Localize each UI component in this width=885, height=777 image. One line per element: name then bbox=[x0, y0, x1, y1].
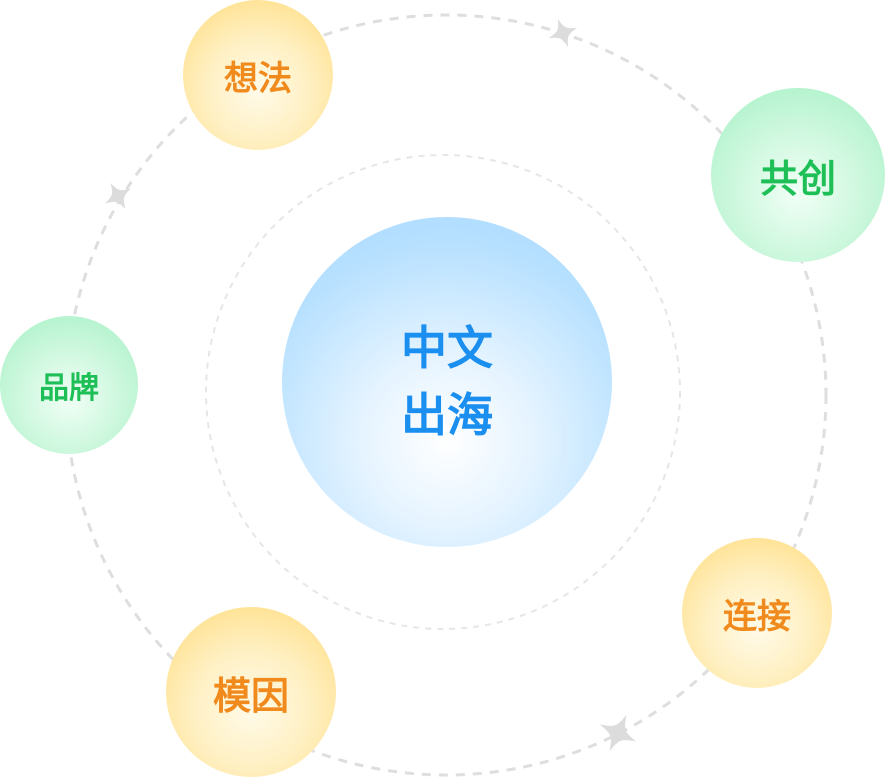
node-brand-label: 品牌 bbox=[39, 371, 99, 406]
middle-orbit bbox=[205, 154, 681, 630]
node-meme-label: 模因 bbox=[212, 673, 289, 718]
node-brand: 品牌 bbox=[0, 316, 138, 454]
center-node: 中文 出海 bbox=[282, 217, 612, 547]
center-label-line2: 出海 bbox=[401, 388, 493, 442]
sparkle-star-icon bbox=[548, 18, 578, 48]
sparkle-star-icon bbox=[599, 714, 637, 752]
node-cocreate-label: 共创 bbox=[759, 156, 836, 201]
node-idea: 想法 bbox=[183, 0, 333, 150]
node-cocreate: 共创 bbox=[711, 88, 885, 262]
sparkle-star-icon bbox=[105, 183, 131, 209]
center-label-line1: 中文 bbox=[401, 321, 493, 376]
node-meme: 模因 bbox=[166, 607, 336, 777]
node-idea-label: 想法 bbox=[224, 58, 292, 99]
node-connect: 连接 bbox=[682, 538, 832, 688]
node-connect-label: 连接 bbox=[723, 596, 791, 637]
